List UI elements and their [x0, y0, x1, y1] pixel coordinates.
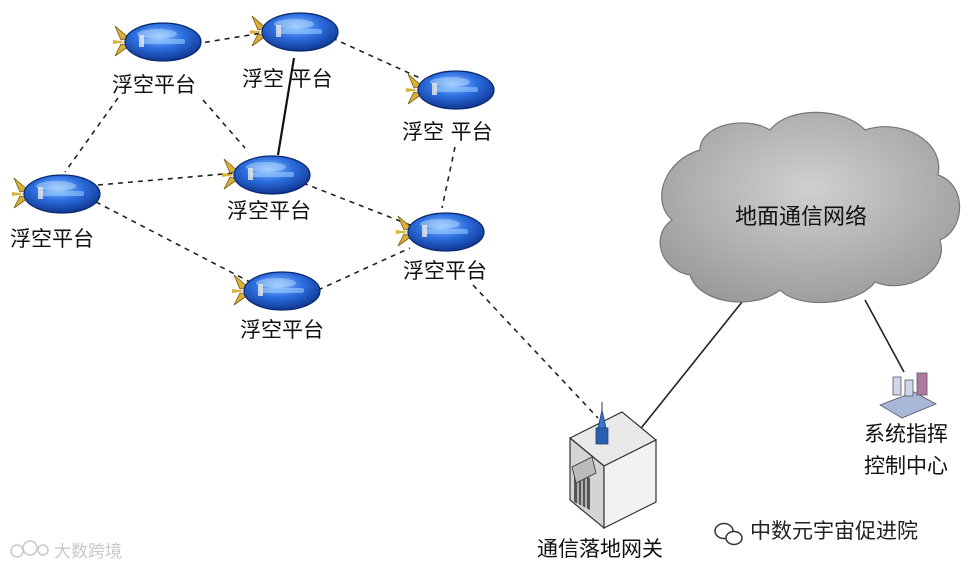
- platform-label-p5: 浮空平台: [10, 227, 94, 251]
- link-p7-p6: [317, 247, 411, 291]
- link-p2-p3: [331, 37, 421, 79]
- platform-p2: [249, 12, 339, 52]
- link-p2-p4-solid: [276, 57, 296, 156]
- platform-label-p4: 浮空平台: [227, 199, 311, 223]
- link-p5-p4: [97, 172, 236, 186]
- platform-label-p3: 浮空 平台: [402, 120, 493, 144]
- link-cloud-control: [864, 299, 905, 373]
- link-gateway-cloud: [637, 291, 751, 433]
- link-p1-p5: [64, 97, 119, 173]
- link-p6-gateway: [472, 284, 599, 419]
- platform-label-p7: 浮空平台: [240, 318, 324, 342]
- platform-p6: [395, 212, 485, 252]
- gateway-label: 通信落地网关: [537, 537, 663, 561]
- cloud-label: 地面通信网络: [735, 205, 867, 230]
- platform-p1: [112, 22, 202, 62]
- watermark-right-text: 中数元宇宙促进院: [750, 519, 918, 543]
- platform-p7: [231, 271, 321, 311]
- control-center-icon: [879, 372, 937, 419]
- platform-label-p2: 浮空 平台: [242, 67, 333, 91]
- watermark-left-text: 大数跨境: [54, 542, 122, 562]
- link-p1-p2: [194, 32, 263, 45]
- link-p3-p6: [441, 146, 456, 209]
- wechat-icon: [714, 522, 743, 546]
- control-center-label-line1: 系统指挥: [864, 422, 948, 446]
- platform-links: [64, 32, 599, 419]
- link-p5-p7: [95, 201, 251, 283]
- watermark-right: 中数元宇宙促进院: [714, 519, 918, 546]
- platform-label-p1: 浮空平台: [112, 73, 196, 97]
- link-p4-p6: [302, 182, 411, 226]
- control-center-label-line2: 控制中心: [864, 454, 948, 478]
- ground-network-cloud: [659, 111, 961, 304]
- platform-p3: [405, 70, 495, 110]
- platform-p4: [221, 155, 311, 195]
- platform-label-p6: 浮空平台: [403, 259, 487, 283]
- gateway-building-icon: [568, 402, 658, 530]
- link-p1-p4: [202, 99, 246, 149]
- platform-p5: [11, 174, 101, 214]
- watermark-left: 大数跨境: [10, 540, 122, 562]
